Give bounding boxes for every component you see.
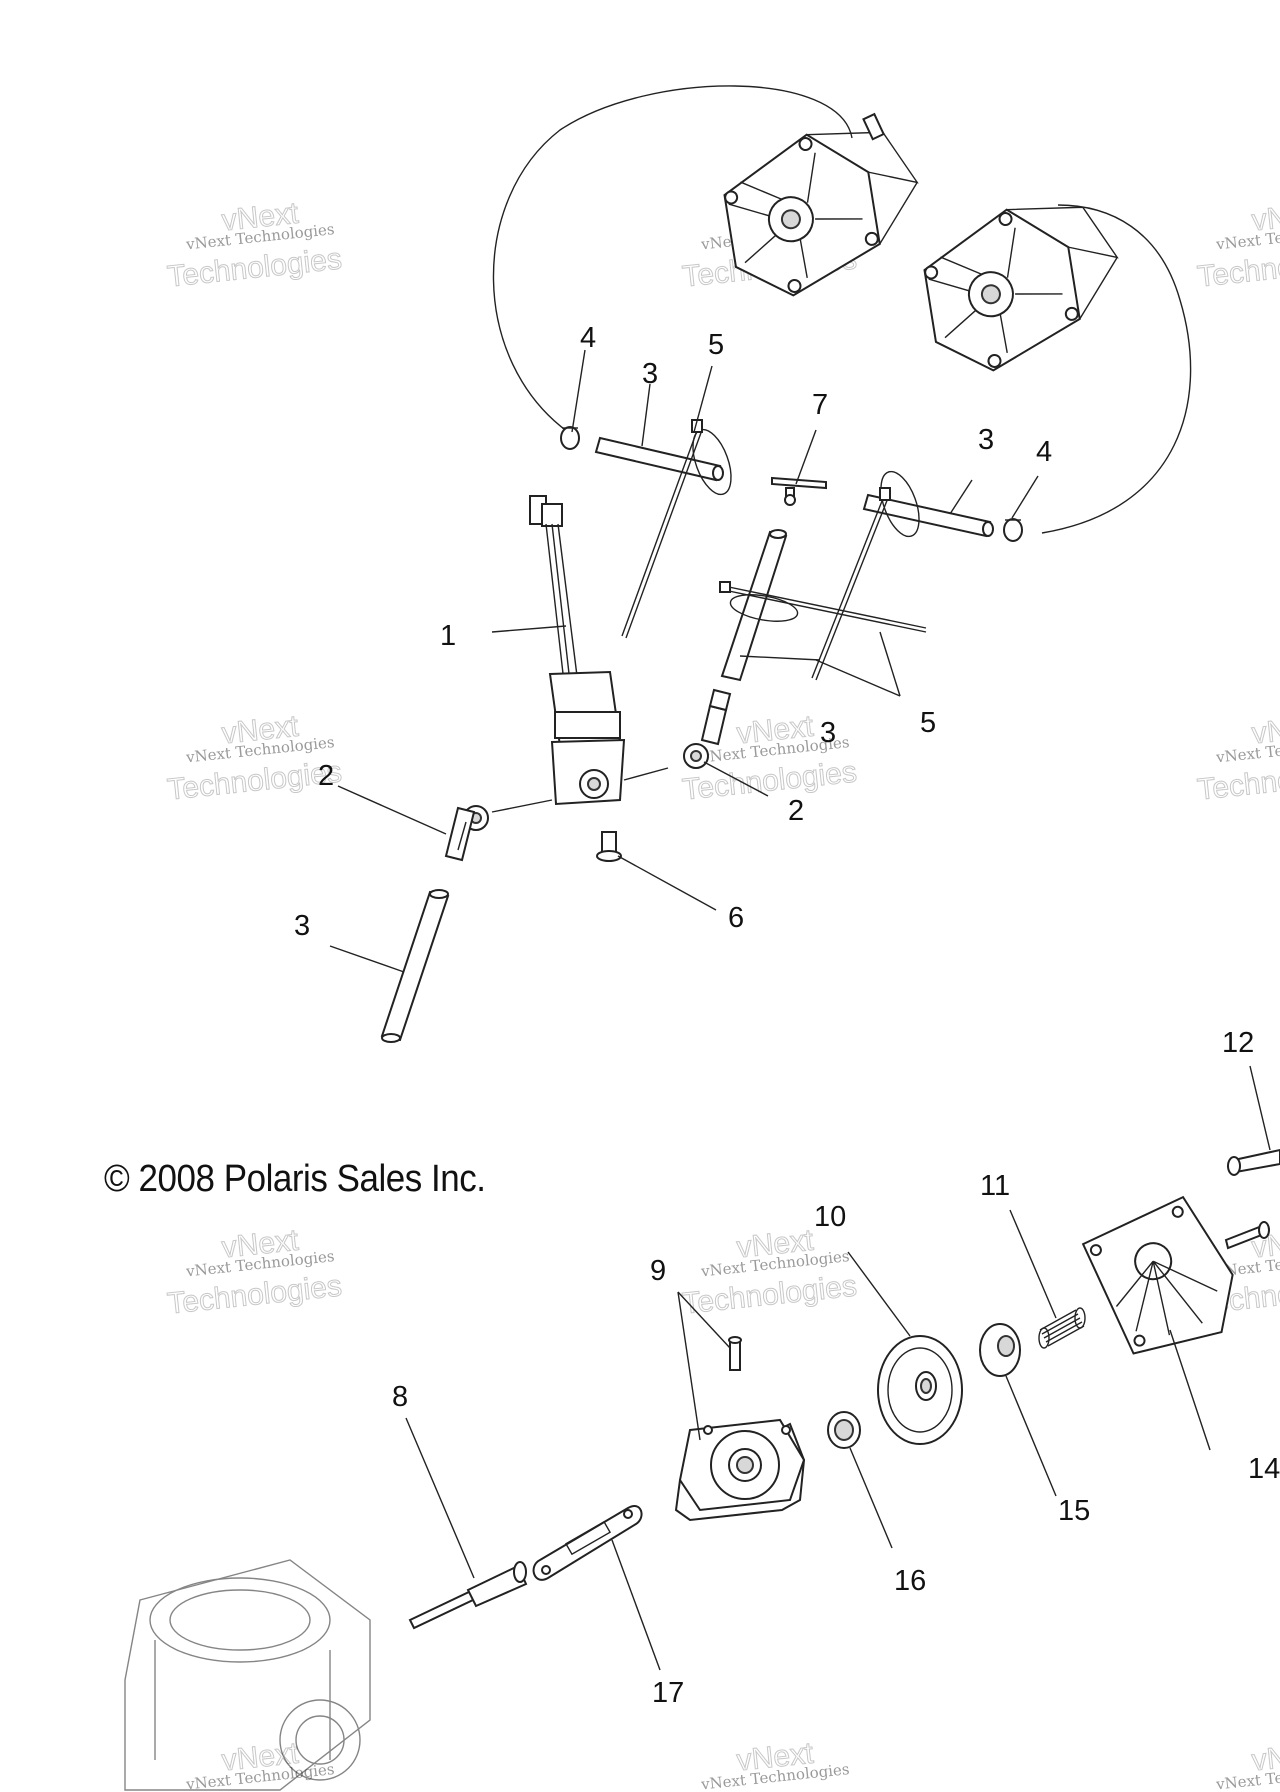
- fuel-hose-lower-left: [380, 889, 450, 1043]
- callout-14: 14: [1248, 1453, 1280, 1485]
- callout-2-left: 2: [318, 760, 334, 792]
- callout-5-top: 5: [708, 329, 724, 361]
- diaphragm-plate: [979, 1323, 1021, 1377]
- callout-16: 16: [894, 1565, 926, 1597]
- elbow-fitting-left: [444, 805, 489, 862]
- watermark: vNext vNext Technologies Technologies: [680, 1223, 859, 1321]
- callout-3-upper-left: 3: [642, 358, 658, 390]
- bottom-fitting: [596, 831, 622, 862]
- cable-tie-left: [621, 419, 732, 639]
- primer-valve-assembly: [529, 495, 626, 806]
- hose-clamp-right: [1003, 518, 1023, 542]
- engine-cylinder: [124, 1559, 371, 1791]
- tee-fitting: [771, 476, 827, 506]
- hose-loop-right: [1041, 204, 1192, 534]
- watermark: vNext vNext Technologies Technologies: [165, 709, 344, 807]
- watermark-group: vNext vNext Technologies Technologies vN…: [165, 196, 1280, 1792]
- callout-3-upper-right: 3: [978, 424, 994, 456]
- cable-tie-right: [811, 470, 920, 681]
- screw: [1224, 1148, 1280, 1250]
- callout-2-right: 2: [788, 795, 804, 827]
- callout-3-lower-left: 3: [294, 910, 310, 942]
- line-to-right-fitting: [623, 767, 669, 781]
- callout-15: 15: [1058, 1495, 1090, 1527]
- callout-9: 9: [650, 1255, 666, 1287]
- fuel-pump-housing-right: [923, 206, 1119, 372]
- watermark: vNext vNext Technologies Technologies: [165, 1223, 344, 1321]
- elbow-fitting-right: [683, 688, 732, 769]
- callout-17: 17: [652, 1677, 684, 1709]
- callout-1: 1: [440, 620, 456, 652]
- pump-base: [674, 1336, 806, 1522]
- seal: [827, 1411, 861, 1449]
- leader-lines: [329, 349, 1271, 1671]
- callout-5-bottom: 5: [920, 707, 936, 739]
- pump-cover: [1081, 1195, 1234, 1355]
- watermark: vNext vNext Technologies: [699, 1736, 850, 1792]
- callout-12: 12: [1222, 1027, 1254, 1059]
- hose-loop-left: [492, 85, 853, 433]
- spring: [1038, 1307, 1086, 1349]
- copyright-notice: © 2008 Polaris Sales Inc.: [104, 1158, 486, 1200]
- callout-4-right: 4: [1036, 436, 1052, 468]
- diaphragm: [877, 1335, 963, 1445]
- callout-3-center: 3: [820, 717, 836, 749]
- callout-labels: 1 2 2 3 3 3 3 3 4 4 5 5 5 6 7 8 9 10 11 …: [294, 322, 1280, 1709]
- hose-clamp-left: [560, 426, 580, 450]
- fuel-hose-center: [720, 529, 788, 682]
- fuel-pump-housing-left: [723, 112, 919, 297]
- watermark: vNext vNext Technologies Technologies: [165, 196, 344, 294]
- fuel-hose-upper-right: [862, 493, 994, 538]
- watermark: vNext vNext Technologies Technologies: [1195, 196, 1280, 294]
- callout-11: 11: [980, 1170, 1010, 1202]
- callout-6: 6: [728, 902, 744, 934]
- watermark: vNext vNext Technologies: [1214, 1736, 1280, 1792]
- cable-tie-lower: [719, 581, 927, 633]
- callout-4-left: 4: [580, 322, 596, 354]
- callout-7: 7: [812, 389, 828, 421]
- pulse-fitting: [408, 1561, 528, 1630]
- callout-10: 10: [814, 1201, 846, 1233]
- line-to-left-fitting: [491, 799, 553, 813]
- fuel-hose-upper-left: [594, 436, 724, 482]
- watermark: vNext vNext Technologies Technologies: [1195, 709, 1280, 807]
- callout-8: 8: [392, 1381, 408, 1413]
- gasket: [532, 1505, 643, 1581]
